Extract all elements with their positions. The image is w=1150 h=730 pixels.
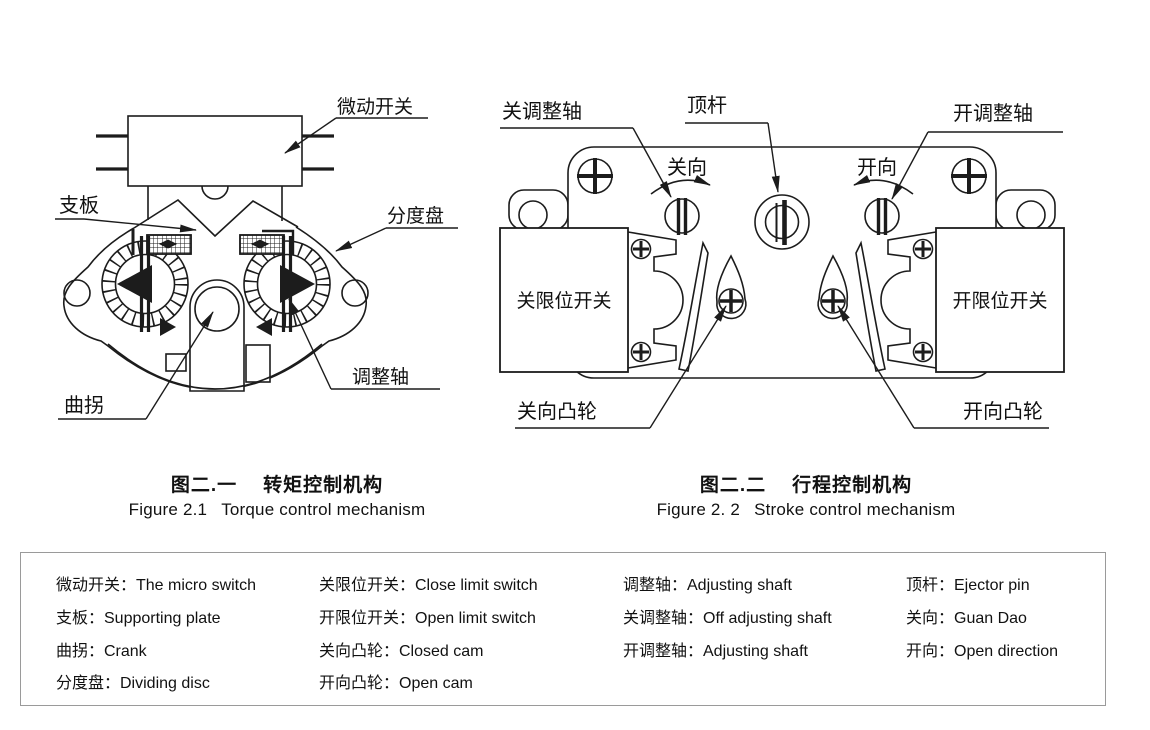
left-ear-hole [63, 279, 91, 307]
label-dividing-disc: 分度盘 [387, 205, 444, 227]
stroke-mechanism-diagram: 关调整轴 顶杆 开调整轴 关向 开向 关限位开关 开限位开关 关向凸轮 开向凸轮 [499, 94, 1065, 429]
figure1-caption-number: 图二.一 [170, 475, 238, 496]
label-close-direction: 关向 [667, 156, 707, 179]
corner-screw-right [951, 158, 987, 194]
bracket-left [627, 231, 684, 369]
legend-item: 分度盘：Dividing disc [56, 675, 210, 693]
label-open-direction: 开向 [857, 156, 897, 179]
legend-item: 开向凸轮：Open cam [319, 675, 473, 693]
legend-item: 开调整轴：Adjusting shaft [623, 642, 808, 660]
torque-mechanism-diagram: 微动开关 支板 分度盘 调整轴 曲拐 [55, 96, 458, 420]
legend-column-2: 关限位开关：Close limit switch 开限位开关：Open limi… [319, 570, 538, 701]
legend-item: 曲拐：Crank [56, 642, 147, 660]
label-open-adjusting-shaft: 开调整轴 [953, 102, 1033, 125]
label-close-limit-switch: 关限位开关 [516, 290, 611, 312]
pointer-left-small [160, 318, 176, 336]
label-supporting-plate: 支板 [59, 194, 99, 217]
legend-item: 调整轴：Adjusting shaft [623, 577, 792, 594]
figure2-caption-title-zh: 行程控制机构 [792, 475, 913, 496]
open-adjusting-shaft-part [864, 198, 900, 235]
ejector-pin-part [754, 194, 810, 250]
legend-item: 关调整轴：Off adjusting shaft [623, 609, 832, 627]
bracket-screws [630, 238, 934, 363]
legend-item: 顶杆：Ejector pin [906, 577, 1030, 594]
figure1-caption-title-zh: 转矩控制机构 [263, 475, 384, 496]
micro-switch-body [127, 115, 303, 187]
label-open-limit-switch: 开限位开关 [952, 290, 1047, 312]
pointer-right-small [256, 318, 272, 336]
legend-item: 支板：Supporting plate [56, 609, 221, 627]
figure2-caption-title-en: Stroke control mechanism [754, 500, 956, 519]
left-ear-hole2 [518, 200, 548, 230]
support-links [147, 186, 283, 221]
figure2-caption-number: 图二.二 [699, 475, 767, 496]
label-micro-switch: 微动开关 [337, 96, 413, 118]
legend-column-3: 调整轴：Adjusting shaft 关调整轴：Off adjusting s… [623, 570, 832, 668]
figure2-leaders [500, 122, 1063, 429]
pointer-right-large [280, 265, 315, 303]
hatch-block-left [131, 229, 192, 255]
label-crank: 曲拐 [64, 394, 104, 417]
legend-column-1: 微动开关：The micro switch 支板：Supporting plat… [56, 570, 256, 701]
close-limit-switch-box [499, 227, 629, 373]
diagrams-canvas: 微动开关 支板 分度盘 调整轴 曲拐 [55, 94, 1065, 429]
legend-item: 关向凸轮：Closed cam [319, 642, 484, 660]
label-close-cam: 关向凸轮 [517, 400, 597, 423]
label-close-adjusting-shaft: 关调整轴 [502, 100, 582, 123]
supporting-plate-outline [133, 198, 299, 238]
housing-body [567, 146, 997, 379]
open-direction-arrow [853, 174, 914, 195]
right-ear-hole2 [1016, 200, 1046, 230]
label-ejector-pin: 顶杆 [687, 94, 727, 117]
shaft-notch [201, 185, 229, 200]
figure2-caption: 图二.二 行程控制机构 Figure 2. 2 Stroke control mec… [626, 474, 986, 522]
hatch-block-right [239, 229, 295, 255]
bottom-arc [107, 343, 323, 390]
claw-blade-left [678, 240, 709, 372]
legend-item: 开向：Open direction [906, 642, 1059, 660]
figure1-caption-number-en: Figure 2.1 [128, 500, 208, 519]
legend-box: 微动开关：The micro switch 支板：Supporting plat… [20, 552, 1106, 706]
legend-item: 关限位开关：Close limit switch [319, 577, 538, 594]
claw-blade-right [855, 240, 886, 372]
legend-item: 微动开关：The micro switch [56, 577, 257, 594]
close-adjusting-shaft-part [664, 198, 700, 235]
right-ear-hole [341, 279, 369, 307]
close-direction-arrow [650, 174, 711, 195]
crank-tab-right [245, 344, 271, 383]
pointer-left-large [117, 265, 152, 303]
label-adjusting-shaft: 调整轴 [352, 366, 409, 388]
figure1-caption: 图二.一 转矩控制机构 Figure 2.1 Torque control mech… [112, 474, 442, 522]
legend-item: 开限位开关：Open limit switch [319, 609, 536, 627]
figure1-caption-title-en: Torque control mechanism [221, 500, 426, 519]
crank-tab-left [165, 353, 187, 372]
crank-eye [194, 286, 240, 332]
figure2-caption-number-en: Figure 2. 2 [656, 500, 741, 519]
figure1-leaders [55, 117, 458, 420]
label-open-cam: 开向凸轮 [963, 400, 1043, 423]
bracket-right [880, 231, 937, 369]
legend-item: 关向：Guan Dao [906, 609, 1027, 627]
micro-switch-wires [96, 134, 334, 171]
corner-screw-left [577, 158, 613, 194]
legend-column-4: 顶杆：Ejector pin 关向：Guan Dao 开向：Open direc… [906, 570, 1058, 668]
open-limit-switch-box [935, 227, 1065, 373]
